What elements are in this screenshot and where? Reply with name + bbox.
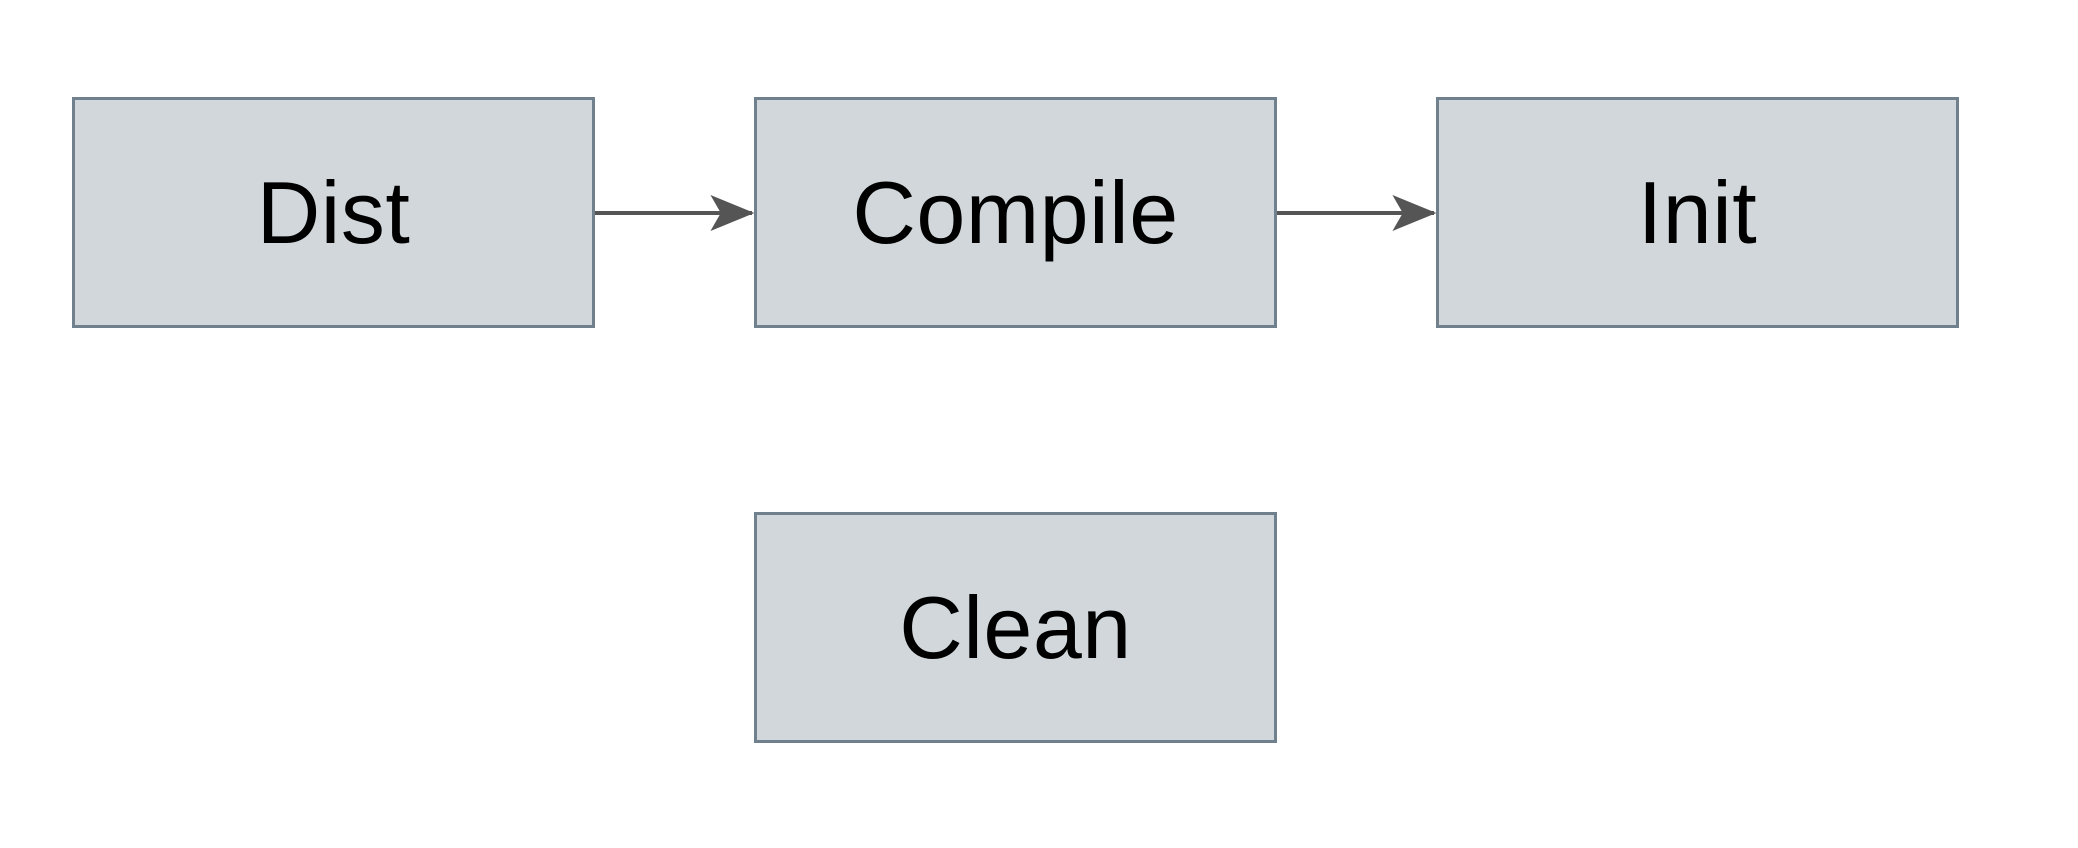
node-clean-label: Clean bbox=[899, 577, 1132, 677]
node-init[interactable]: Init bbox=[1436, 97, 1959, 328]
edge-compile-to-init-hitbox[interactable] bbox=[1277, 196, 1436, 230]
node-init-label: Init bbox=[1637, 162, 1758, 262]
edge-dist-to-compile-hitbox[interactable] bbox=[595, 196, 754, 230]
node-compile-label: Compile bbox=[852, 162, 1179, 262]
node-compile[interactable]: Compile bbox=[754, 97, 1277, 328]
node-dist[interactable]: Dist bbox=[72, 97, 595, 328]
node-clean[interactable]: Clean bbox=[754, 512, 1277, 743]
node-dist-label: Dist bbox=[256, 162, 411, 262]
